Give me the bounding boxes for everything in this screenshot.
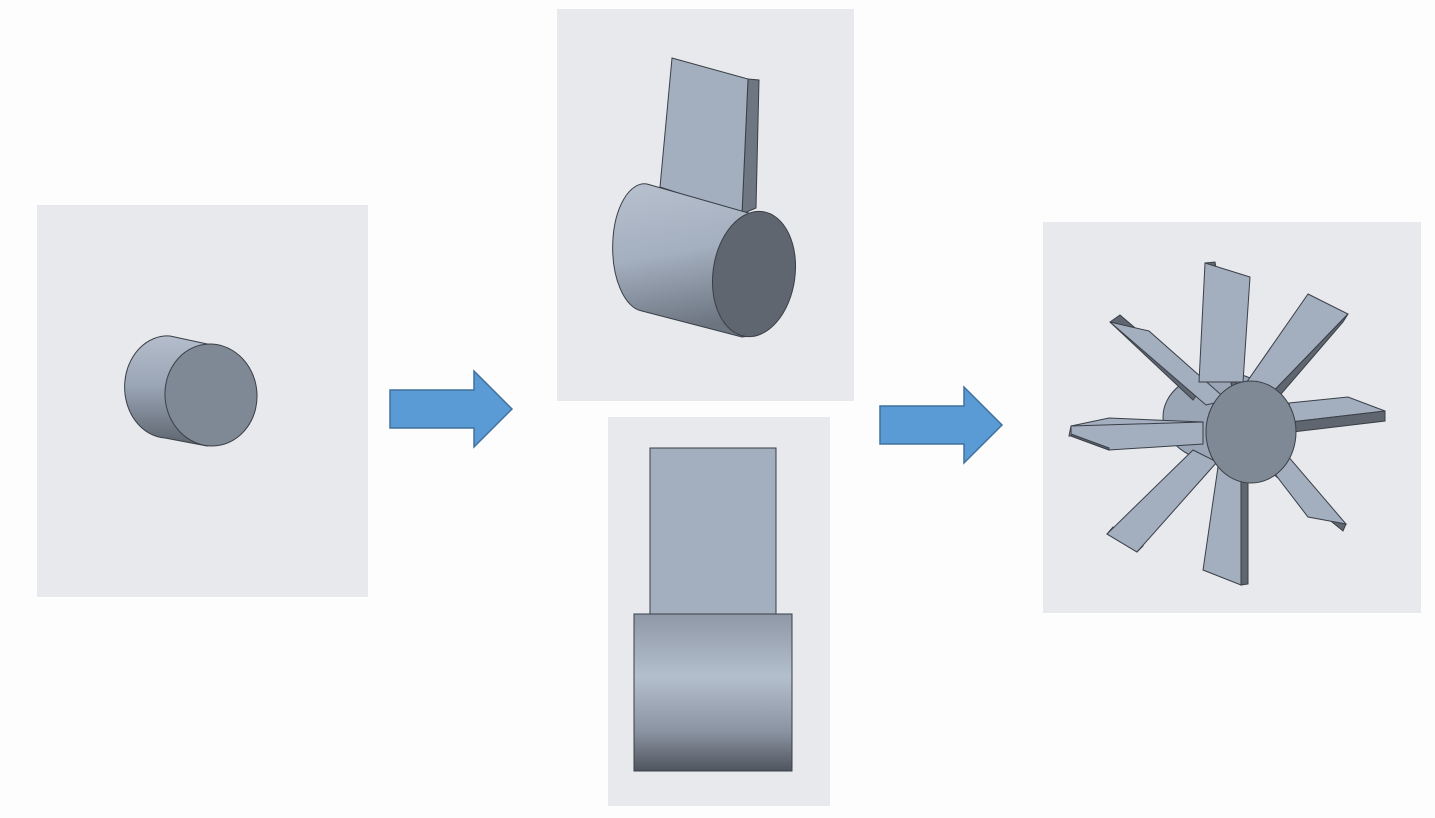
hub-with-blade-isometric-viewport [557, 9, 854, 401]
right-arrow-icon [389, 369, 514, 449]
blade-front-face [659, 57, 749, 215]
eight-blade-rotor-viewport [1043, 222, 1421, 613]
cylinder-hub-viewport [37, 205, 368, 597]
blade-front-face [649, 447, 777, 616]
rotor-blade [1106, 449, 1218, 553]
hub-end-face [1205, 380, 1297, 484]
hub-side-surface [633, 613, 793, 772]
right-arrow-icon [879, 385, 1004, 465]
cylinder-end-face [164, 343, 258, 447]
eight-blade-rotor-model [1043, 222, 1421, 613]
hub-with-blade-front-viewport [608, 417, 830, 806]
rotor-blade [1070, 433, 1110, 451]
cylinder-hub-model [37, 205, 368, 597]
rotor-blade [1198, 262, 1251, 383]
hub-end-face [711, 210, 797, 338]
hub-with-blade-front-model [608, 417, 830, 806]
hub-with-blade-isometric-model [557, 9, 854, 401]
rotor-blade [1240, 476, 1249, 586]
